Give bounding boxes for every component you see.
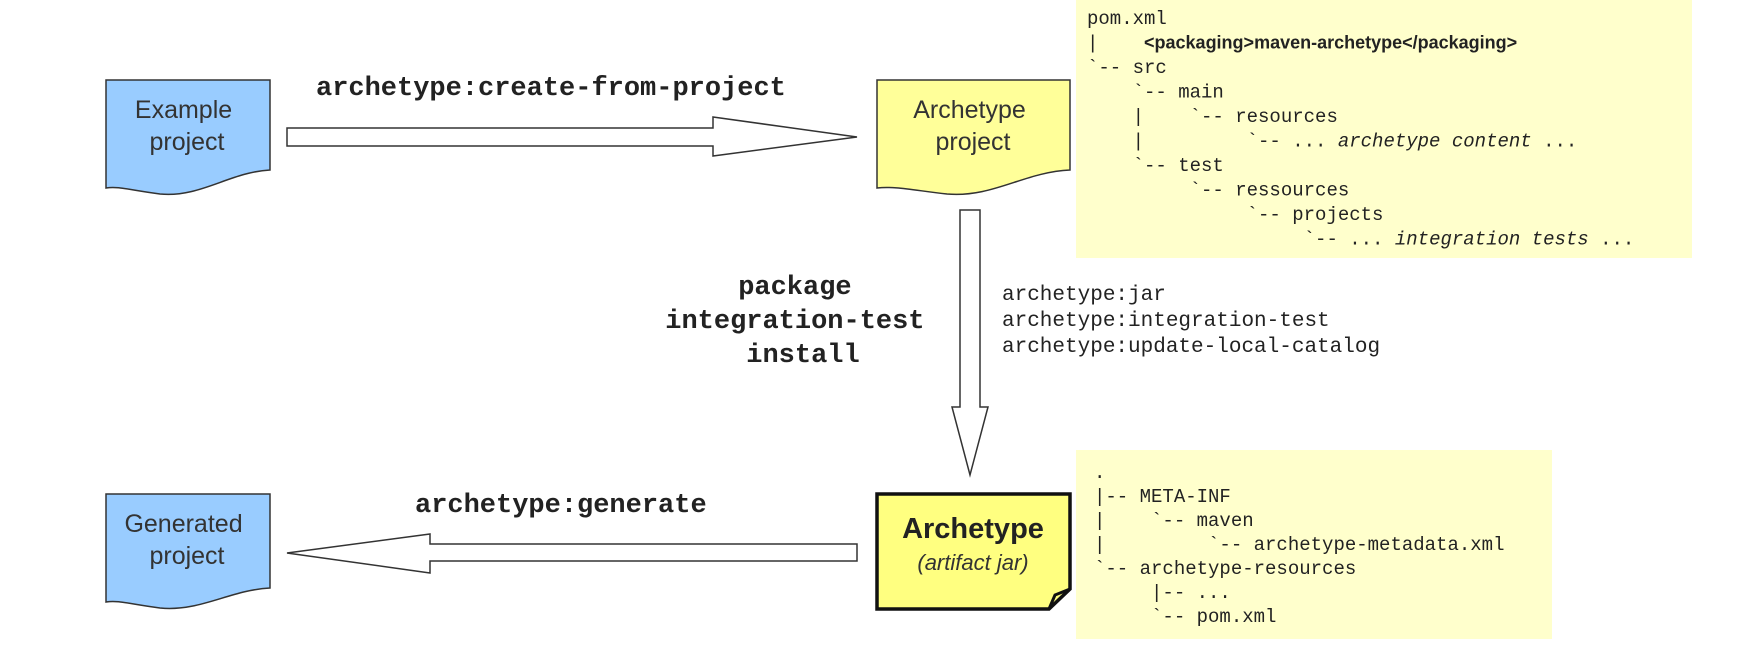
project-tree-line: `-- src [1087, 57, 1167, 79]
project-tree-line: | <packaging>maven-archetype</packaging> [1087, 33, 1517, 55]
archetype-project-label-line-2: project [935, 128, 1010, 156]
archetype-project-node: Archetype project [876, 79, 1071, 196]
project-tree-line: `-- ... integration tests ... [1087, 229, 1634, 251]
build-phase-package: package [738, 273, 851, 303]
project-tree-line: `-- test [1087, 155, 1224, 177]
build-goal-update-local-catalog: archetype:update-local-catalog [1002, 336, 1380, 359]
jar-tree-line: `-- pom.xml [1094, 606, 1276, 628]
svg-text:Archetype project: Archetype project [913, 96, 1033, 156]
project-tree-line: pom.xml [1087, 8, 1167, 30]
project-tree-note [1076, 0, 1692, 258]
generate-label: archetype:generate [415, 491, 707, 521]
jar-tree-note [1076, 450, 1552, 639]
generate-arrow [286, 533, 858, 574]
build-arrow [951, 209, 989, 478]
build-phase-integration-test: integration-test [665, 307, 924, 337]
svg-text:package integration-test: package integration-test install [665, 273, 940, 371]
generated-project-shape [105, 493, 271, 610]
archetype-project-label-line-1: Archetype [913, 96, 1026, 124]
jar-tree-line: |-- ... [1094, 582, 1231, 604]
jar-tree: .|-- META-INF| `-- maven| `-- archetype-… [1094, 462, 1504, 628]
svg-text:Generated project: Generated project [124, 510, 249, 570]
jar-tree-line: |-- META-INF [1094, 486, 1231, 508]
archetype-artifact-node: Archetype (artifact jar) [875, 492, 1072, 611]
generated-project-label-line-1: Generated [124, 510, 242, 538]
jar-tree-line: | `-- maven [1094, 510, 1254, 532]
jar-tree-line: | `-- archetype-metadata.xml [1094, 534, 1504, 556]
svg-text:archetype:jar archetype:in: archetype:jar archetype:integration-test… [1002, 284, 1380, 359]
archetype-project-shape [876, 79, 1071, 196]
example-project-label-line-1: Example [135, 96, 232, 124]
create-from-project-label: archetype:create-from-project [316, 74, 786, 104]
artifact-folded-corner [1047, 587, 1071, 610]
jar-tree-line: `-- archetype-resources [1094, 558, 1356, 580]
svg-text:Example project: Example project [135, 96, 239, 156]
archetype-artifact-shape [875, 492, 1072, 611]
project-tree-line: `-- main [1087, 82, 1224, 104]
build-phase-install: install [746, 341, 859, 371]
project-tree: pom.xml | <packaging>maven-archetype</pac… [1087, 8, 1634, 251]
example-project-node: Example project [105, 79, 271, 196]
build-goal-jar: archetype:jar [1002, 284, 1166, 307]
project-tree-line: `-- ressources [1087, 180, 1349, 202]
create-from-project-arrow [286, 116, 858, 157]
project-tree-line: `-- projects [1087, 204, 1383, 226]
example-project-shape [105, 79, 271, 196]
artifact-title: Archetype [902, 513, 1044, 545]
project-tree-line: | `-- ... archetype content ... [1087, 131, 1577, 153]
generated-project-label-line-2: project [149, 542, 224, 570]
jar-tree-line: . [1094, 462, 1105, 484]
build-goal-integration-test: archetype:integration-test [1002, 310, 1330, 333]
example-project-label-line-2: project [149, 128, 224, 156]
generated-project-node: Generated project [105, 493, 271, 610]
artifact-subtitle: (artifact jar) [917, 550, 1028, 575]
project-tree-line: | `-- resources [1087, 106, 1338, 128]
